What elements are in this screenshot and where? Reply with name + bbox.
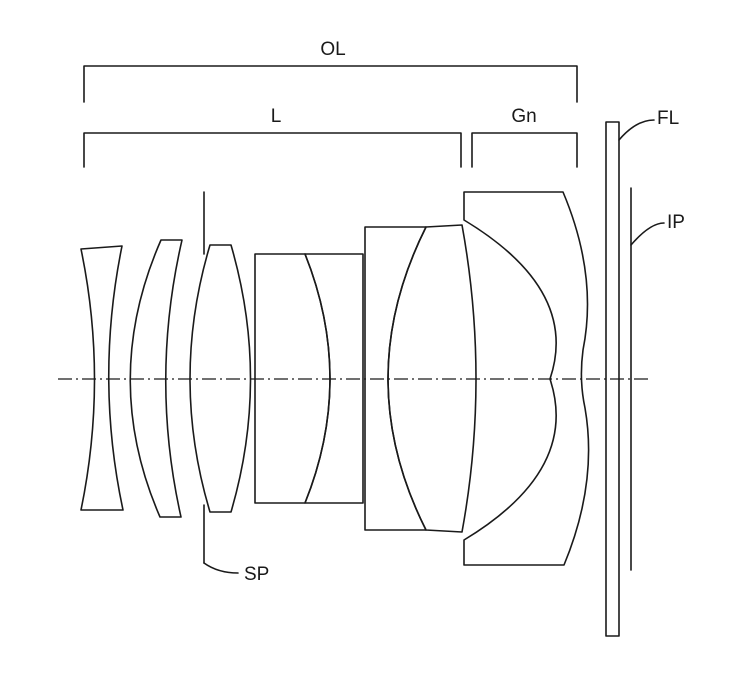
image-plane: IP [630, 187, 685, 571]
bracket-l: L [83, 106, 462, 168]
aperture-stop: SP [203, 191, 269, 585]
lens-element-3 [189, 244, 252, 513]
filter-plate: FL [605, 108, 679, 637]
bracket-gn: Gn [471, 106, 578, 168]
lens-element-1 [80, 245, 124, 511]
label-fl: FL [657, 108, 679, 129]
label-gn: Gn [511, 106, 536, 127]
lens-element-2 [129, 239, 183, 518]
label-l: L [271, 106, 282, 127]
bracket-ol: OL [83, 39, 578, 103]
label-sp: SP [244, 564, 269, 585]
lens-element-5-doublet [364, 224, 477, 533]
label-ip: IP [667, 212, 685, 233]
lens-element-4-doublet [254, 253, 364, 504]
label-ol: OL [320, 39, 345, 60]
lens-element-6-gn [463, 191, 590, 566]
